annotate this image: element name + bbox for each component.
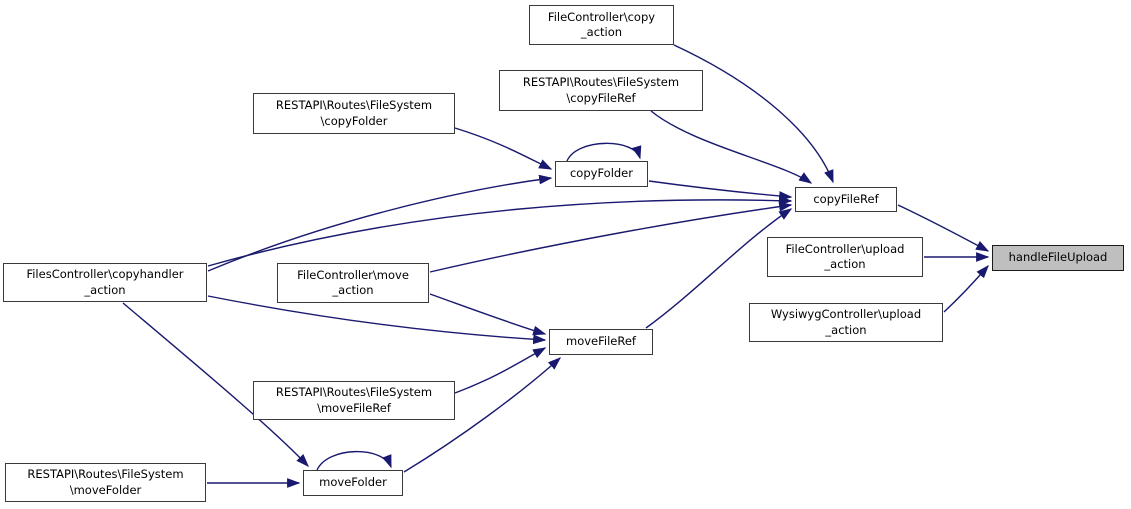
graph-node-filecontroller-upload-action[interactable]: FileController\upload_action [767,237,923,277]
graph-node-label: _action [332,283,374,297]
graph-node-handlefileupload: handleFileUpload [992,245,1124,271]
graph-node-label: \moveFileRef [317,400,391,415]
edge-restapi-copyfolder-to-copyfolder [454,127,553,170]
graph-node-filescontroller-copyhandler-action[interactable]: FilesController\copyhandler_action [3,263,207,302]
edge-filescontroller-copyhandler-action-to-movefolder [122,302,309,468]
graph-node-label: \copyFileRef [566,90,636,105]
graph-node-label: FileController\move [297,267,409,282]
graph-node-filecontroller-copy-action[interactable]: FileController\copy_action [529,5,674,45]
edge-filescontroller-copyhandler-action-to-copyfolder [207,174,553,272]
graph-node-movefileref[interactable]: moveFileRef [549,329,653,355]
graph-node-label: FileController\copy [547,9,656,24]
graph-node-label: _action [84,282,126,297]
graph-node-label: RESTAPI\Routes\FileSystem [522,75,680,89]
edge-filescontroller-copyhandler-action-to-copyfileref [207,195,793,267]
graph-node-label: RESTAPI\Routes\FileSystem [275,98,433,112]
graph-node-label: _action [825,322,867,337]
graph-node-copyfolder[interactable]: copyFolder [555,161,648,187]
edge-filecontroller-move-action-to-copyfileref [429,201,793,273]
edge-filescontroller-copyhandler-action-to-movefileref [207,295,547,345]
graph-node-label: moveFileRef [566,334,636,349]
graph-node-label: copyFolder [569,166,633,181]
edge-movefolder-to-movefileref [403,357,562,473]
edge-copyfolder-to-copyfileref [648,180,793,201]
graph-node-copyfileref[interactable]: copyFileRef [795,187,897,212]
graph-node-label: \moveFolder [69,482,142,497]
graph-node-label: RESTAPI\Routes\FileSystem [275,385,433,399]
graph-node-label: _action [580,25,623,39]
graph-node-label: WysiwygController\upload [770,307,922,321]
graph-node-wysiwygcontroller-upload-action[interactable]: WysiwygController\upload_action [749,303,943,342]
edge-filecontroller-copy-action-to-copyfileref [673,44,834,184]
graph-node-label: handleFileUpload [1008,250,1108,265]
graph-node-label: RESTAPI\Routes\FileSystem [27,467,184,481]
edge-filecontroller-move-action-to-movefileref [429,293,547,336]
graph-node-label: copyFileRef [813,191,879,206]
graph-node-restapi-movefileref[interactable]: RESTAPI\Routes\FileSystem\moveFileRef [253,381,455,420]
graph-node-movefolder[interactable]: moveFolder [303,470,403,496]
edge-movefileref-to-copyfileref [645,208,793,329]
graph-node-label: FileController\upload [785,241,905,256]
graph-node-label: moveFolder [319,475,387,490]
graph-node-restapi-copyfolder[interactable]: RESTAPI\Routes\FileSystem\copyFolder [253,93,455,134]
graph-node-label: FilesController\copyhandler [26,267,184,281]
graph-node-label: \copyFolder [320,113,388,128]
graph-node-restapi-movefolder[interactable]: RESTAPI\Routes\FileSystem\moveFolder [5,463,206,502]
edge-restapi-movefileref-to-movefileref [454,347,547,394]
edge-copyfolder-to-copyfolder [566,142,642,162]
edge-restapi-copyfileref-to-copyfileref [650,110,813,184]
graph-node-label: _action [824,257,866,271]
edge-wysiwygcontroller-upload-action-to-handlefileupload [943,264,989,313]
edge-copyfileref-to-handlefileupload [897,204,990,252]
graph-node-restapi-copyfileref[interactable]: RESTAPI\Routes\FileSystem\copyFileRef [499,70,703,111]
graph-node-filecontroller-move-action[interactable]: FileController\move_action [277,263,429,303]
edge-group [122,44,990,488]
edge-movefolder-to-movefolder [316,450,392,471]
